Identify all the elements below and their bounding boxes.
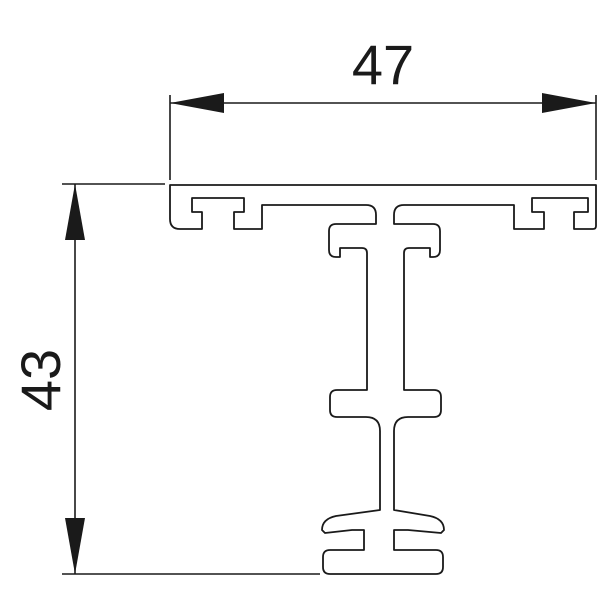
height-dimension-label: 43 xyxy=(9,349,72,411)
width-arrow-left xyxy=(170,93,224,113)
width-dimension: 47 xyxy=(169,33,597,180)
width-dimension-label: 47 xyxy=(352,33,414,96)
height-arrow-bottom xyxy=(65,518,85,574)
profile-cross-section xyxy=(169,184,597,575)
height-arrow-top xyxy=(65,184,85,240)
height-dimension: 43 xyxy=(9,183,320,575)
width-arrow-right xyxy=(542,93,596,113)
profile-outline xyxy=(169,184,597,575)
